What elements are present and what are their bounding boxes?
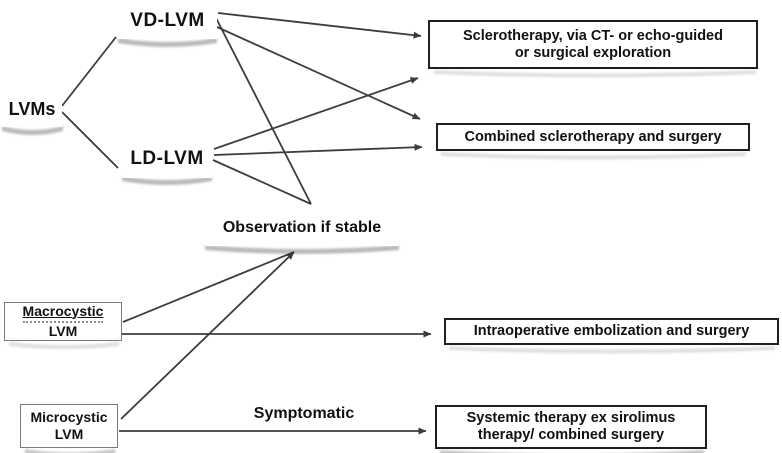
- node-lvms-label: LVMs: [8, 99, 56, 120]
- node-combined-sclerotherapy: Combined sclerotherapy and surgery: [436, 123, 750, 151]
- node-intraoperative: Intraoperative embolization and surgery: [444, 318, 779, 345]
- node-systemic-line2: therapy/ combined surgery: [477, 427, 665, 443]
- node-observation: Observation if stable: [205, 211, 399, 246]
- shadow-combined: [441, 152, 746, 160]
- edge-vdlvm-sclerotherapy: [217, 12, 422, 39]
- node-microcystic-lvm: Microcystic LVM: [20, 404, 118, 448]
- node-combined-label: Combined sclerotherapy and surgery: [464, 128, 722, 145]
- node-vd-lvm-label: VD-LVM: [130, 9, 205, 31]
- shadow-vd-lvm: [118, 38, 217, 47]
- node-macrocystic-line2: LVM: [48, 323, 78, 339]
- shadow-lvms: [2, 126, 63, 135]
- shadow-intraoperative: [449, 346, 775, 354]
- shadow-microcystic: [25, 449, 115, 453]
- node-sclerotherapy-line2: or surgical exploration: [514, 44, 672, 61]
- connector-lines: [61, 12, 432, 435]
- node-systemic-line1: Systemic therapy ex sirolimus: [466, 410, 676, 427]
- node-sclerotherapy: Sclerotherapy, via CT- or echo-guided or…: [428, 20, 758, 69]
- node-intraoperative-label: Intraoperative embolization and surgery: [473, 323, 750, 340]
- node-lvms: LVMs: [2, 92, 62, 127]
- node-microcystic-line2: LVM: [54, 426, 84, 442]
- node-vd-lvm: VD-LVM: [118, 2, 217, 39]
- edge-macrocystic-observation: [122, 251, 295, 323]
- edge-ldlvm-sclerotherapy: [213, 77, 419, 150]
- shadow-observation: [205, 245, 399, 254]
- node-sclerotherapy-line1: Sclerotherapy, via CT- or echo-guided: [463, 27, 723, 44]
- node-shadows: [2, 38, 775, 453]
- shadow-macrocystic: [9, 342, 119, 349]
- node-ld-lvm: LD-LVM: [122, 140, 212, 178]
- node-microcystic-line1: Microcystic: [30, 408, 108, 425]
- edge-vdlvm-combined: [216, 26, 421, 120]
- node-observation-label: Observation if stable: [222, 219, 382, 237]
- shadow-ld-lvm: [122, 176, 212, 185]
- edge-ldlvm-observation: [212, 159, 312, 205]
- node-macrocystic-line1: Macrocystic: [22, 303, 104, 323]
- edge-label-symptomatic: Symptomatic: [253, 405, 355, 422]
- node-macrocystic-lvm: Macrocystic LVM: [4, 302, 122, 341]
- edge-vdlvm-observation: [214, 15, 312, 205]
- shadow-sclerotherapy: [434, 70, 756, 78]
- node-ld-lvm-label: LD-LVM: [130, 148, 204, 170]
- edge-lvms-vdlvm: [61, 36, 117, 107]
- edge-lvms-ldlvm: [61, 111, 119, 169]
- edge-microcystic-observation: [120, 251, 295, 420]
- node-systemic-therapy: Systemic therapy ex sirolimus therapy/ c…: [435, 405, 707, 449]
- edge-ldlvm-combined: [213, 143, 423, 156]
